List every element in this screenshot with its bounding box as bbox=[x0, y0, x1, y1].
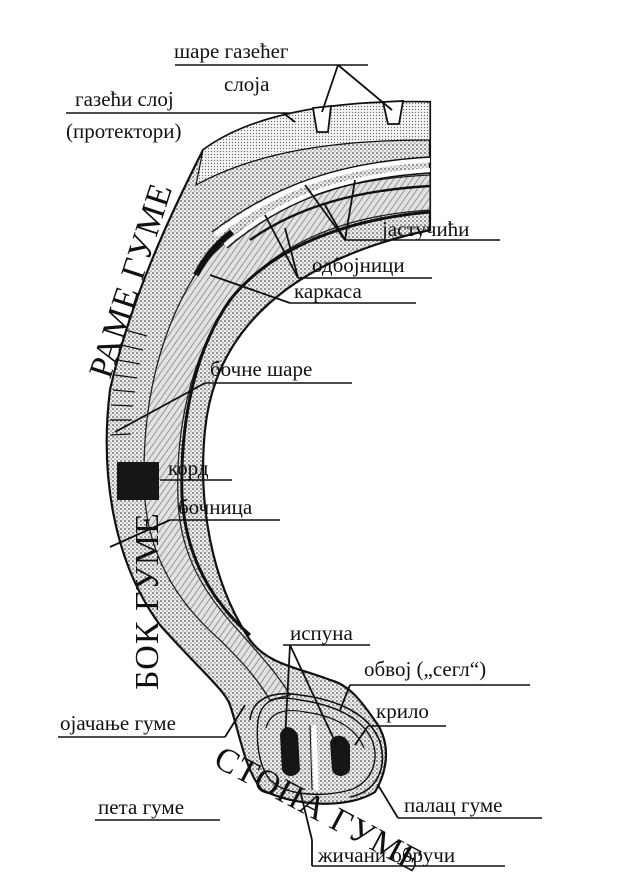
bead-wire-bundle-2 bbox=[330, 735, 350, 776]
chafer-wrap bbox=[249, 693, 384, 798]
label-bead-heel: пета гуме bbox=[98, 795, 184, 819]
inner-liner bbox=[180, 210, 431, 637]
side-pattern-ribs bbox=[109, 329, 148, 436]
label-bead-toe: палац гуме bbox=[404, 793, 502, 817]
label-bead-wires: жичани обручи bbox=[317, 843, 455, 867]
tire-body bbox=[105, 100, 432, 805]
label-apex: испуна bbox=[290, 621, 354, 645]
bead-gap-edge bbox=[309, 724, 313, 791]
zone-side: БОК ГУМЕ bbox=[129, 512, 166, 690]
breaker-edge-dark bbox=[193, 229, 234, 277]
label-chafer: обвој („сегл“) bbox=[364, 657, 486, 681]
label-flipper: крило bbox=[376, 699, 429, 723]
label-cord: корд bbox=[168, 456, 209, 480]
tread-band bbox=[195, 101, 431, 187]
label-tread-line1: газећи слој bbox=[75, 87, 174, 111]
bead-gap bbox=[311, 724, 319, 791]
chafer-wrap-inner bbox=[265, 709, 365, 749]
belt-layer-3 bbox=[249, 184, 431, 241]
tire-outer-rubber bbox=[105, 100, 432, 805]
label-reinforcement: ојачање гуме bbox=[60, 711, 176, 735]
label-breakers: јастучићи bbox=[381, 217, 469, 241]
leader-lines bbox=[58, 64, 542, 867]
tread-groove-1 bbox=[311, 104, 333, 133]
label-belts: одбојници bbox=[312, 253, 405, 277]
bead-wire-bundle-1 bbox=[280, 727, 300, 776]
label-carcass: каркаса bbox=[294, 279, 362, 303]
label-sidewall: бочница bbox=[178, 495, 253, 519]
belt-layer-2-edge bbox=[226, 172, 431, 249]
label-tread-grooves-line2: слоја bbox=[224, 72, 270, 96]
belt-layer-2 bbox=[223, 168, 431, 247]
label-tread-grooves-line1: шаре газећег bbox=[174, 39, 289, 63]
label-side-pattern: бочне шаре bbox=[210, 357, 312, 381]
label-tread-line2: (протектори) bbox=[66, 119, 182, 143]
cord-block bbox=[117, 462, 159, 500]
belt-layer-1-edge bbox=[211, 156, 431, 233]
belt-layer-1 bbox=[213, 157, 431, 237]
